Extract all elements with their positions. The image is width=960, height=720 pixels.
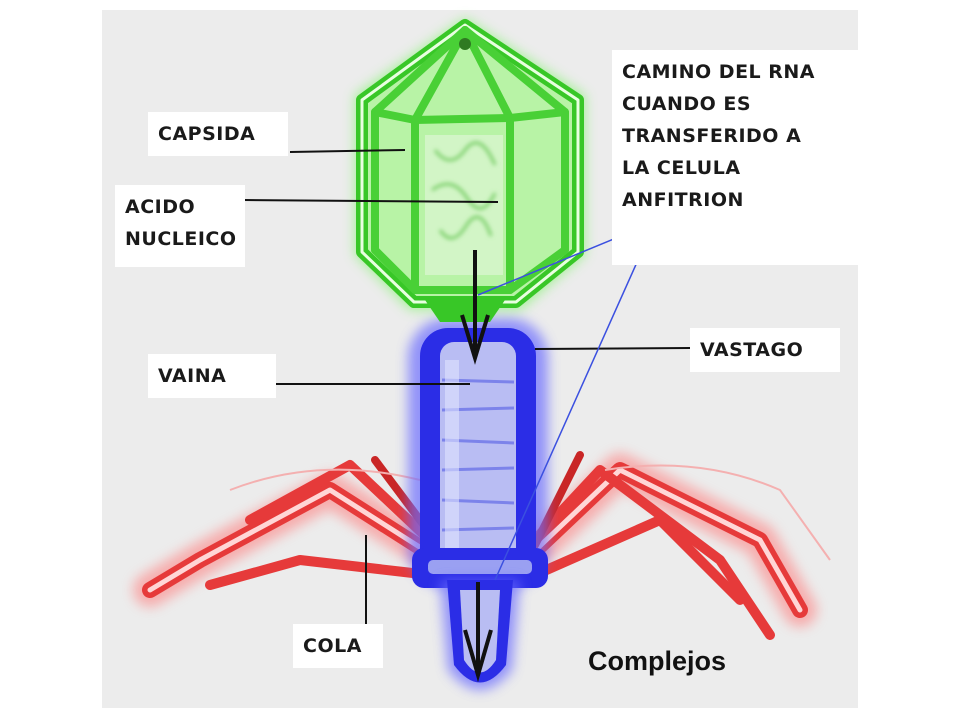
leader-vastago	[534, 347, 691, 350]
sheath	[408, 318, 548, 588]
caption-complejos: Complejos	[588, 646, 727, 676]
capsid	[355, 18, 585, 322]
leader-capsida	[289, 149, 406, 153]
label-capsida: CAPSIDA	[148, 112, 288, 156]
rna-path-arrows	[460, 250, 493, 683]
leader-lines	[243, 149, 691, 632]
label-vaina: VAINA	[148, 354, 276, 398]
tail-fibers	[133, 451, 831, 640]
label-acido-nucleico: ACIDO NUCLEICO	[115, 185, 245, 267]
label-vastago: VASTAGO	[690, 328, 840, 372]
label-cola: COLA	[293, 624, 383, 668]
tail-fiber-right	[517, 451, 808, 640]
leader-acido	[243, 199, 499, 203]
label-camino-del-rna: CAMINO DEL RNA CUANDO ES TRANSFERIDO A L…	[612, 50, 860, 265]
